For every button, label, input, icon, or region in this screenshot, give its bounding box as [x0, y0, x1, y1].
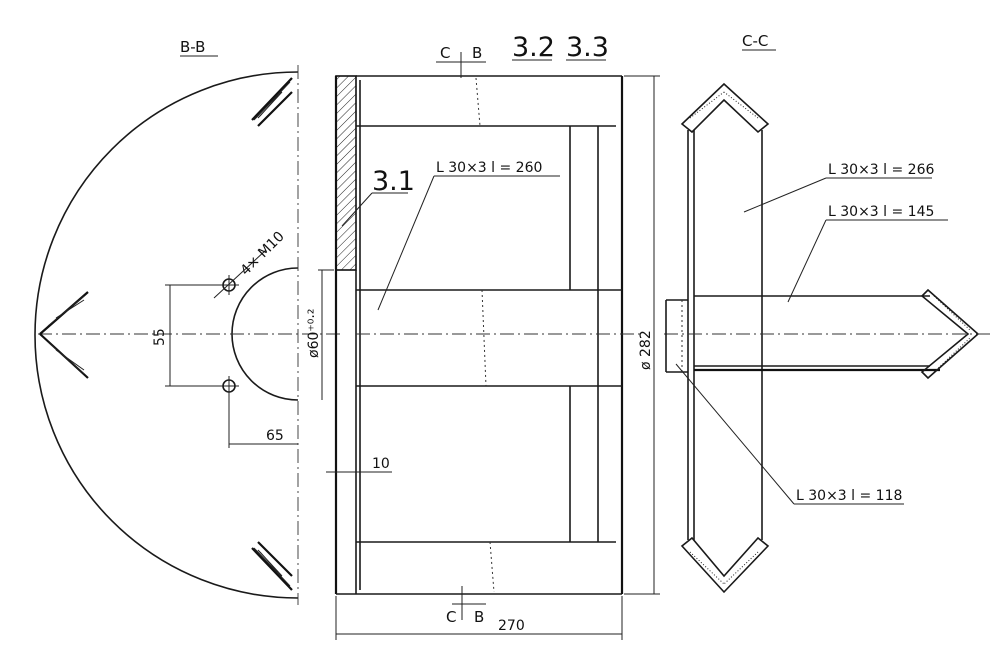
center-tube-hidden-line — [481, 289, 487, 387]
bolt-hole-upper — [219, 275, 239, 295]
dim-282-label: ø 282 — [638, 330, 654, 370]
callout-260: L 30×3 l = 260 — [436, 160, 542, 176]
callout-260-leader — [377, 175, 435, 311]
view-bb-title: B-B — [180, 38, 205, 56]
part-32-label: 3.2 — [512, 32, 555, 63]
section-mark-bottom-b: B — [474, 608, 484, 626]
vertical-angle-bottom-head — [680, 536, 770, 594]
part-31-label: 3.1 — [372, 166, 415, 197]
dim-270-label: 270 — [498, 618, 525, 634]
callout-118: L 30×3 l = 118 — [796, 488, 902, 504]
section-mark-bottom-c: C — [446, 608, 456, 626]
section-mark-top-c: C — [440, 44, 450, 62]
flange-plate-hatched — [335, 75, 357, 271]
dim-60-label: ø60⁺⁰·² — [306, 309, 322, 358]
top-angle-hidden-line — [475, 77, 481, 127]
part-33-label: 3.3 — [566, 32, 609, 63]
view-cc-title: C-C — [742, 32, 768, 50]
bottom-angle-hidden-line — [489, 541, 495, 593]
angle-profile-top — [251, 77, 293, 127]
dim-10-label: 10 — [372, 456, 390, 472]
vertical-angle-top-head — [680, 82, 770, 134]
view-cc: C-C L 30×3 l = 266 L 30×3 l = 145 L 30× — [664, 32, 990, 594]
callout-145-leader — [787, 219, 827, 303]
section-mark-top-b: B — [472, 44, 482, 62]
dim-65-label: 65 — [266, 428, 284, 444]
view-bb: B-B — [34, 38, 340, 605]
callout-266-leader — [743, 177, 827, 213]
flange-outline — [34, 71, 299, 599]
part-31-leader — [341, 192, 373, 227]
angle-profile-left — [39, 291, 89, 379]
angle-profile-bottom — [251, 541, 293, 591]
dim-55-label: 55 — [152, 328, 168, 346]
callout-118-leader — [675, 363, 795, 505]
callout-266: L 30×3 l = 266 — [828, 162, 934, 178]
holes-leader — [213, 249, 267, 299]
callout-145: L 30×3 l = 145 — [828, 204, 934, 220]
view-side: 3.1 3.2 3.3 C B C B L 30×3 l = 260 ø60⁺⁰… — [306, 32, 660, 640]
holes-callout: 4× M10 — [238, 229, 288, 279]
